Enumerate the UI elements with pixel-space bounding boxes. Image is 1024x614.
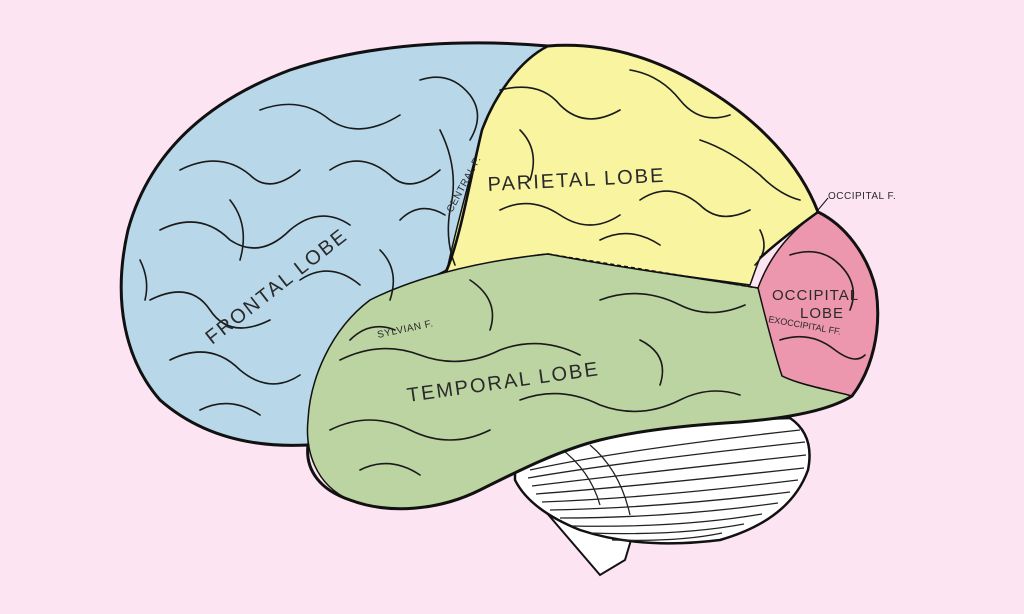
occipital-pointer-line	[817, 197, 829, 211]
occipital-gyri	[779, 250, 866, 360]
temporal-gyri	[329, 279, 746, 476]
occipital-fissure-line	[759, 210, 819, 259]
cerebellum	[513, 416, 811, 545]
frontal-gyri	[139, 76, 479, 416]
parietal-gyri	[499, 69, 801, 266]
parietal-temporal-boundary	[547, 253, 759, 289]
central-fissure-line	[444, 44, 549, 273]
brain-outline	[119, 41, 880, 511]
occipital-lobe-label-line2: LOBE	[800, 305, 844, 322]
occipital-fissure-label: OCCIPITAL F.	[828, 191, 896, 202]
occipital-lobe-label-line1: OCCIPITAL	[772, 287, 859, 304]
